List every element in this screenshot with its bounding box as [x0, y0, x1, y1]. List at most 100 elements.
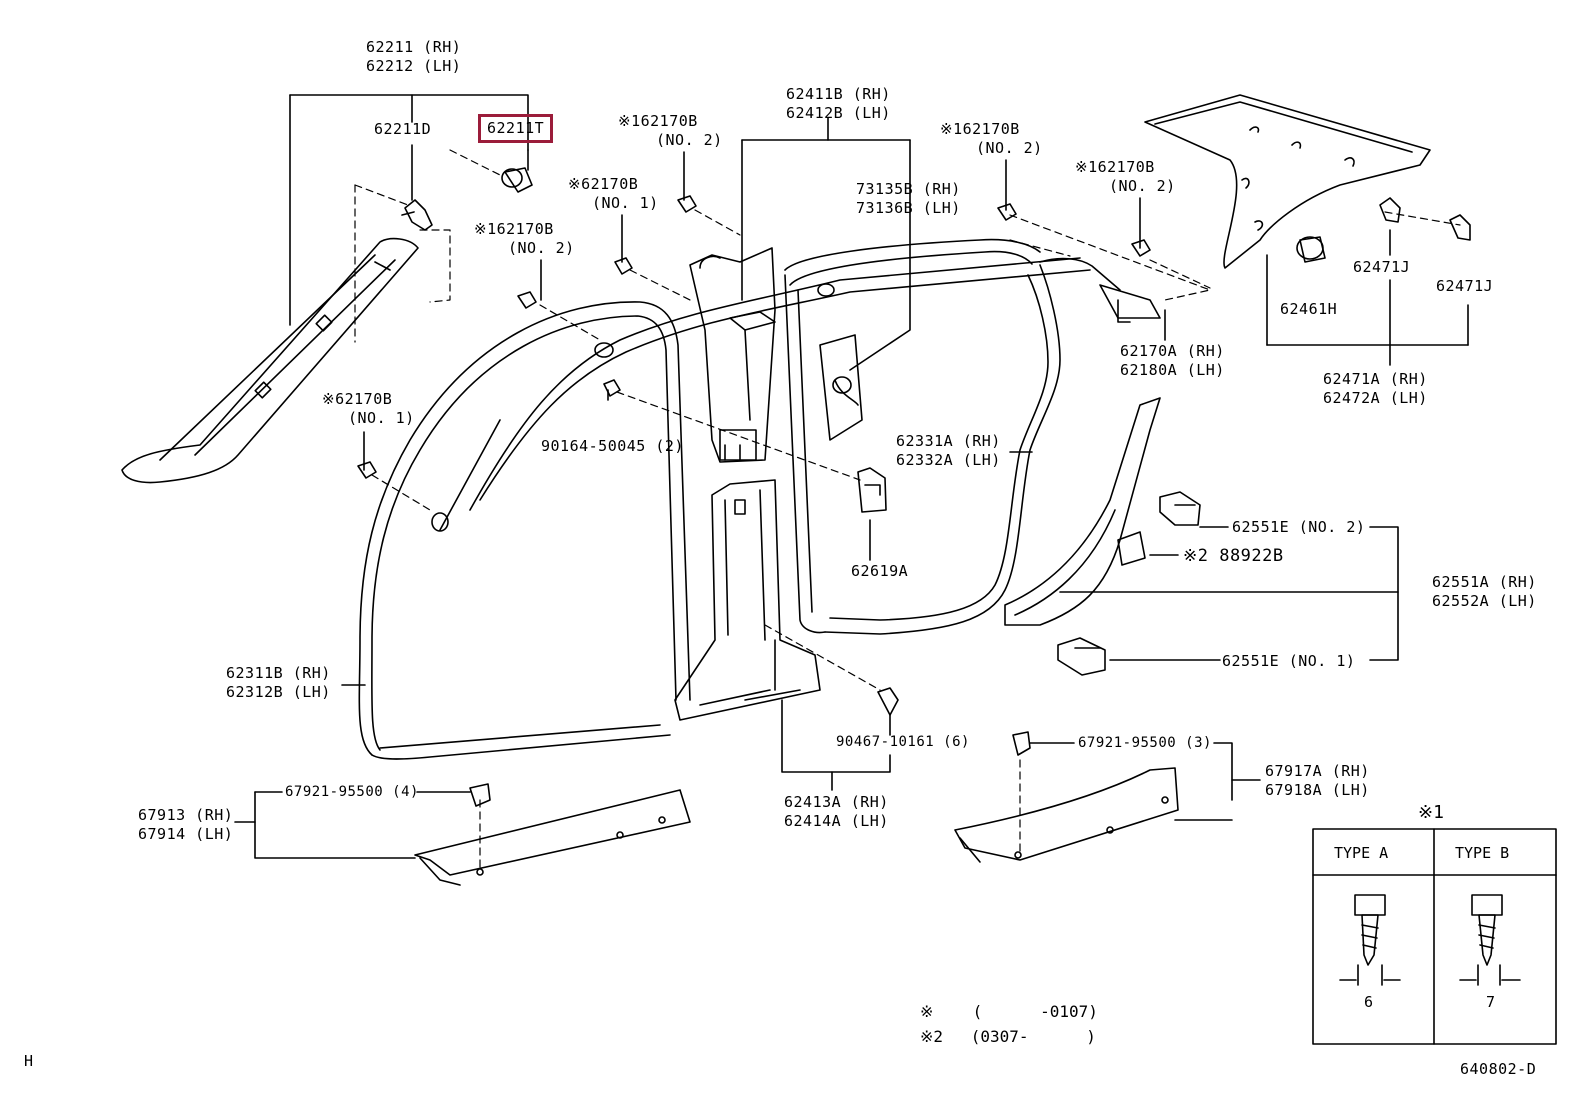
label-162170B-d-no: (NO. 2)	[1109, 177, 1176, 195]
label-162170B-b: ※162170B(NO. 2)	[474, 220, 575, 258]
label-62413A-rh: 62413A (RH)	[784, 793, 889, 811]
label-62471A-rh: 62471A (RH)	[1323, 370, 1428, 388]
door-opening-trim-front-part	[358, 301, 691, 760]
label-62411B: 62411B (RH)62412B (LH)	[786, 85, 891, 123]
type-b-header: TYPE B	[1455, 844, 1510, 862]
label-162170B-c: ※162170B(NO. 2)	[940, 120, 1043, 158]
label-73135B-rh: 73135B (RH)	[856, 180, 961, 198]
label-62170A: 62170A (RH)62180A (LH)	[1120, 342, 1225, 380]
label-62412B-lh: 62412B (LH)	[786, 104, 891, 122]
quarter-trim-part	[1004, 397, 1161, 626]
label-62551E-no1: 62551E (NO. 1)	[1222, 652, 1356, 670]
note-row-2: ※2 (0307- )	[920, 1025, 1096, 1049]
label-67918A-lh: 67918A (LH)	[1265, 781, 1370, 799]
small-fasteners	[357, 195, 1151, 807]
clip-62471J-part	[1379, 197, 1401, 223]
note-row-1: ※ ( -0107)	[920, 1000, 1098, 1024]
label-162170B-a-code: ※162170B	[618, 112, 698, 130]
retainer-no2-part	[1159, 491, 1201, 526]
label-62211-rh: 62211 (RH)	[366, 38, 462, 56]
hook-62619A-part	[857, 467, 887, 513]
type-a-header: TYPE A	[1334, 844, 1389, 862]
label-62552A-lh: 62552A (LH)	[1432, 592, 1537, 610]
label-62170B-b-code: ※62170B	[322, 390, 393, 408]
label-62211: 62211 (RH)62212 (LH)	[366, 38, 461, 76]
label-73136B-lh: 73136B (LH)	[856, 199, 961, 217]
label-62551E-no2: 62551E (NO. 2)	[1232, 518, 1366, 536]
label-162170B-b-no: (NO. 2)	[508, 239, 575, 257]
label-62212-lh: 62212 (LH)	[366, 57, 462, 75]
label-62471J-b: 62471J	[1436, 277, 1494, 295]
center-pillar-upper-part	[689, 247, 776, 463]
fastener-type-table	[1312, 828, 1557, 1045]
label-62461H: 62461H	[1280, 300, 1338, 318]
package-tray-part	[1144, 94, 1431, 269]
label-62331A-rh: 62331A (RH)	[896, 432, 1001, 450]
label-162170B-a: ※162170B(NO. 2)	[618, 112, 723, 150]
pad-88922B-part	[1117, 531, 1146, 566]
label-62170B-b-no: (NO. 1)	[348, 409, 415, 427]
label-162170B-c-no: (NO. 2)	[976, 139, 1043, 157]
label-90164: 90164-50045 (2)	[541, 437, 684, 455]
label-162170B-c-code: ※162170B	[940, 120, 1020, 138]
label-62170A-rh: 62170A (RH)	[1120, 342, 1225, 360]
retainer-no1-part	[1057, 637, 1106, 676]
label-62312B-lh: 62312B (LH)	[226, 683, 331, 701]
label-62414A-lh: 62414A (LH)	[784, 812, 889, 830]
label-67917A: 67917A (RH)67918A (LH)	[1265, 762, 1370, 800]
corner-mark-left: H	[24, 1052, 34, 1070]
label-62471J-a: 62471J	[1353, 258, 1411, 276]
leader-lines	[234, 94, 1469, 859]
label-73135B: 73135B (RH)73136B (LH)	[856, 180, 961, 218]
label-62170B-a: ※62170B(NO. 1)	[568, 175, 659, 213]
label-62180A-lh: 62180A (LH)	[1120, 361, 1225, 379]
scuff-plate-rear-part	[954, 767, 1179, 863]
note-2-range: (0307- )	[970, 1027, 1096, 1046]
label-62331A: 62331A (RH)62332A (LH)	[896, 432, 1001, 470]
label-88922B: ※2 88922B	[1183, 546, 1284, 566]
label-162170B-d-code: ※162170B	[1075, 158, 1155, 176]
label-62619A: 62619A	[851, 562, 909, 580]
roof-side-garnish-part	[469, 257, 1161, 511]
clip-62471J-b-part	[1449, 214, 1471, 241]
label-62211D: 62211D	[374, 120, 432, 138]
label-162170B-b-code: ※162170B	[474, 220, 554, 238]
door-opening-trim-rear-part	[784, 238, 1061, 635]
label-67917A-rh: 67917A (RH)	[1265, 762, 1370, 780]
scuff-plate-front-part	[414, 789, 691, 886]
label-67921-4: 67921-95500 (4)	[285, 784, 419, 800]
grommet-62461H-part	[1296, 236, 1326, 263]
note-2-mark: ※2	[920, 1027, 944, 1046]
label-67921-3: 67921-95500 (3)	[1078, 735, 1212, 751]
highlighted-part-62211T[interactable]: 62211T	[478, 114, 554, 143]
label-90467: 90467-10161 (6)	[836, 734, 970, 750]
label-62471A: 62471A (RH)62472A (LH)	[1323, 370, 1428, 408]
dashed-guides	[354, 149, 1461, 871]
table-mark: ※1	[1418, 802, 1444, 823]
label-62170B-a-code: ※62170B	[568, 175, 639, 193]
label-62170B-b: ※62170B(NO. 1)	[322, 390, 415, 428]
front-pillar-garnish-part	[121, 237, 419, 484]
type-a-dimension: 6	[1364, 993, 1374, 1011]
type-b-dimension: 7	[1486, 993, 1496, 1011]
belt-cover-part	[819, 334, 863, 441]
pin-62211D-part	[401, 199, 433, 231]
label-67913-rh: 67913 (RH)	[138, 806, 234, 824]
label-162170B-a-no: (NO. 2)	[656, 131, 723, 149]
label-62413A: 62413A (RH)62414A (LH)	[784, 793, 889, 831]
label-62551A: 62551A (RH)62552A (LH)	[1432, 573, 1537, 611]
label-62170B-a-no: (NO. 1)	[592, 194, 659, 212]
label-62311B: 62311B (RH)62312B (LH)	[226, 664, 331, 702]
label-62472A-lh: 62472A (LH)	[1323, 389, 1428, 407]
label-67913: 67913 (RH)67914 (LH)	[138, 806, 233, 844]
label-62311B-rh: 62311B (RH)	[226, 664, 331, 682]
clip-62211T-part	[501, 167, 533, 193]
center-pillar-lower-part	[674, 479, 821, 721]
label-62411B-rh: 62411B (RH)	[786, 85, 891, 103]
note-1-range: ( -0107)	[972, 1002, 1098, 1021]
label-162170B-d: ※162170B(NO. 2)	[1075, 158, 1176, 196]
note-1-mark: ※	[920, 1002, 934, 1021]
label-67914-lh: 67914 (LH)	[138, 825, 234, 843]
